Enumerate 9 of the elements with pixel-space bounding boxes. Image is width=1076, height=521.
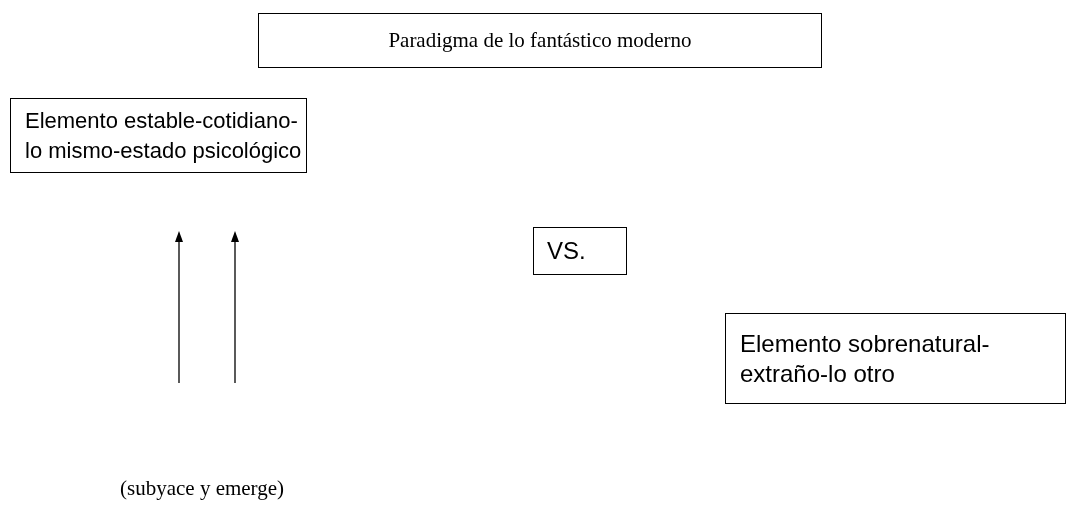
box-text: VS. bbox=[547, 236, 586, 266]
text-box bbox=[10, 98, 307, 173]
text-box bbox=[533, 227, 627, 275]
text-box bbox=[258, 13, 822, 68]
box-text: Paradigma de lo fantástico moderno bbox=[388, 26, 692, 54]
caption-note: (subyace y emerge) bbox=[120, 475, 285, 502]
box-text: Elemento estable-cotidiano- lo mismo-estado psicológico bbox=[25, 106, 302, 165]
text-box bbox=[725, 313, 1066, 404]
box-text: Elemento sobrenatural- extraño-lo otro bbox=[740, 328, 991, 389]
